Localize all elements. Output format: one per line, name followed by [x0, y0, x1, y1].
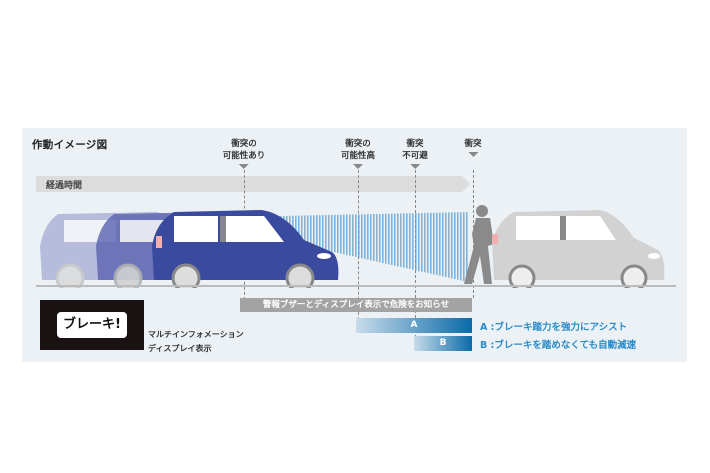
pedestrian-icon: [464, 205, 494, 284]
timeline-arrow-icon: [462, 176, 470, 192]
event-label-line2: 衝突: [464, 139, 482, 149]
display-caption-line2: ディスプレイ表示: [148, 344, 212, 353]
event-collision-likely: 衝突の 可能性高: [341, 138, 375, 169]
brake-assist-phase-bar: A: [356, 318, 472, 333]
display-caption: マルチインフォメーション ディスプレイ表示: [148, 328, 244, 356]
elapsed-time-bar: 経過時間: [36, 176, 462, 192]
radar-beam-icon: [280, 212, 468, 282]
road-line: [36, 285, 676, 287]
elapsed-time-label: 経過時間: [46, 181, 83, 191]
warning-phase-bar: 警報ブザーとディスプレイ表示で危険をお知らせ: [240, 298, 472, 312]
brake-badge: ブレーキ!: [57, 312, 127, 338]
triangle-marker-icon: [352, 164, 363, 169]
target-vehicle-icon: [492, 210, 665, 288]
triangle-marker-icon: [409, 164, 420, 169]
display-illustration: ブレーキ!: [40, 300, 144, 350]
diagram-panel: 作動イメージ図 経過時間 衝突の 可能性あり 衝突の 可能性高 衝突 不可避 衝…: [22, 128, 687, 362]
display-caption-line1: マルチインフォメーション: [148, 330, 244, 339]
event-collision-possible: 衝突の 可能性あり: [222, 138, 266, 169]
event-label-line2: 可能性あり: [222, 151, 266, 161]
legend-b: B :ブレーキを踏めなくても自動減速: [480, 340, 637, 351]
triangle-marker-icon: [467, 152, 478, 157]
event-label-line1: 衝突の: [231, 139, 257, 149]
event-label-line1: 衝突の: [345, 139, 371, 149]
event-collision: 衝突: [464, 138, 482, 157]
event-collision-unavoidable: 衝突 不可避: [402, 138, 428, 169]
event-label-line2: 不可避: [402, 151, 428, 161]
event-label-line1: 衝突: [406, 139, 424, 149]
legend-a: A :ブレーキ踏力を強力にアシスト: [480, 322, 628, 333]
own-vehicle-motion-icon: [40, 210, 339, 288]
triangle-marker-icon: [238, 164, 249, 169]
diagram-title: 作動イメージ図: [32, 139, 108, 151]
auto-brake-phase-bar: B: [414, 336, 472, 351]
event-label-line2: 可能性高: [340, 151, 376, 161]
own-vehicle-icon: [152, 210, 339, 288]
